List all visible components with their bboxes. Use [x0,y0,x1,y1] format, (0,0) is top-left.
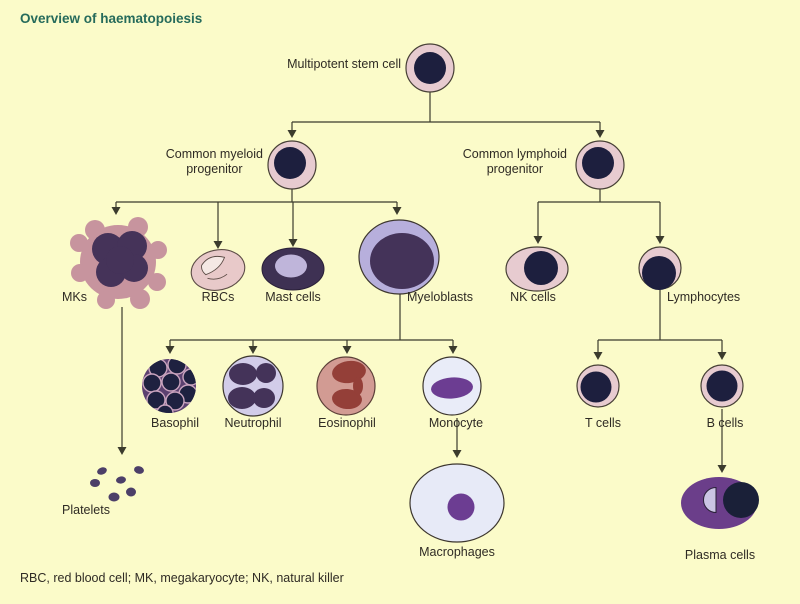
label-myeloid-progenitor: Common myeloid progenitor [166,147,263,177]
eosinophil-cell [316,356,376,416]
label-mast-cells: Mast cells [265,290,321,304]
basophil-cell [142,359,196,413]
label-myeloid-progenitor-line2: progenitor [186,162,243,176]
macrophage-cell [409,463,505,543]
label-mks: MKs [62,290,87,304]
myeloid-progenitor-cell [267,140,317,190]
arrowheads [111,130,727,473]
label-monocyte: Monocyte [428,416,484,430]
label-nk-cells: NK cells [510,290,556,304]
multipotent-stem-cell [405,43,455,93]
plasma-cell [681,477,759,529]
label-plasma-cells: Plasma cells [684,548,756,562]
label-basophil: Basophil [151,416,199,430]
neutrophil-cell [222,355,284,417]
label-lymphocytes: Lymphocytes [667,290,741,304]
b-cell [700,364,744,408]
label-myeloid-progenitor-line1: Common myeloid [165,147,263,161]
megakaryocyte-cell [70,217,167,309]
label-neutrophil: Neutrophil [224,416,282,430]
label-multipotent-stem-cell: Multipotent stem cell [287,57,401,71]
myeloblast-cell [358,219,440,295]
footnote: RBC, red blood cell; MK, megakaryocyte; … [20,571,344,585]
connector-lines [115,92,723,465]
t-cell [576,364,620,408]
label-b-cells: B cells [706,416,744,430]
rbc-cell [190,249,246,291]
label-eosinophil: Eosinophil [318,416,376,430]
label-t-cells: T cells [585,416,621,430]
label-rbcs: RBCs [201,290,235,304]
platelets-cluster [90,466,144,502]
lymphocyte-cell [638,246,682,290]
mast-cell [261,247,325,291]
lymphoid-progenitor-cell [575,140,625,190]
label-lymphoid-progenitor: Common lymphoid progenitor [463,147,567,177]
label-lymphoid-progenitor-line1: Common lymphoid [462,147,567,161]
monocyte-cell [422,356,482,416]
page-title: Overview of haematopoiesis [20,11,203,26]
label-platelets: Platelets [62,503,110,517]
label-myeloblasts: Myeloblasts [407,290,473,304]
nk-cell [505,246,569,292]
label-macrophages: Macrophages [419,545,495,559]
label-lymphoid-progenitor-line2: progenitor [486,162,544,176]
